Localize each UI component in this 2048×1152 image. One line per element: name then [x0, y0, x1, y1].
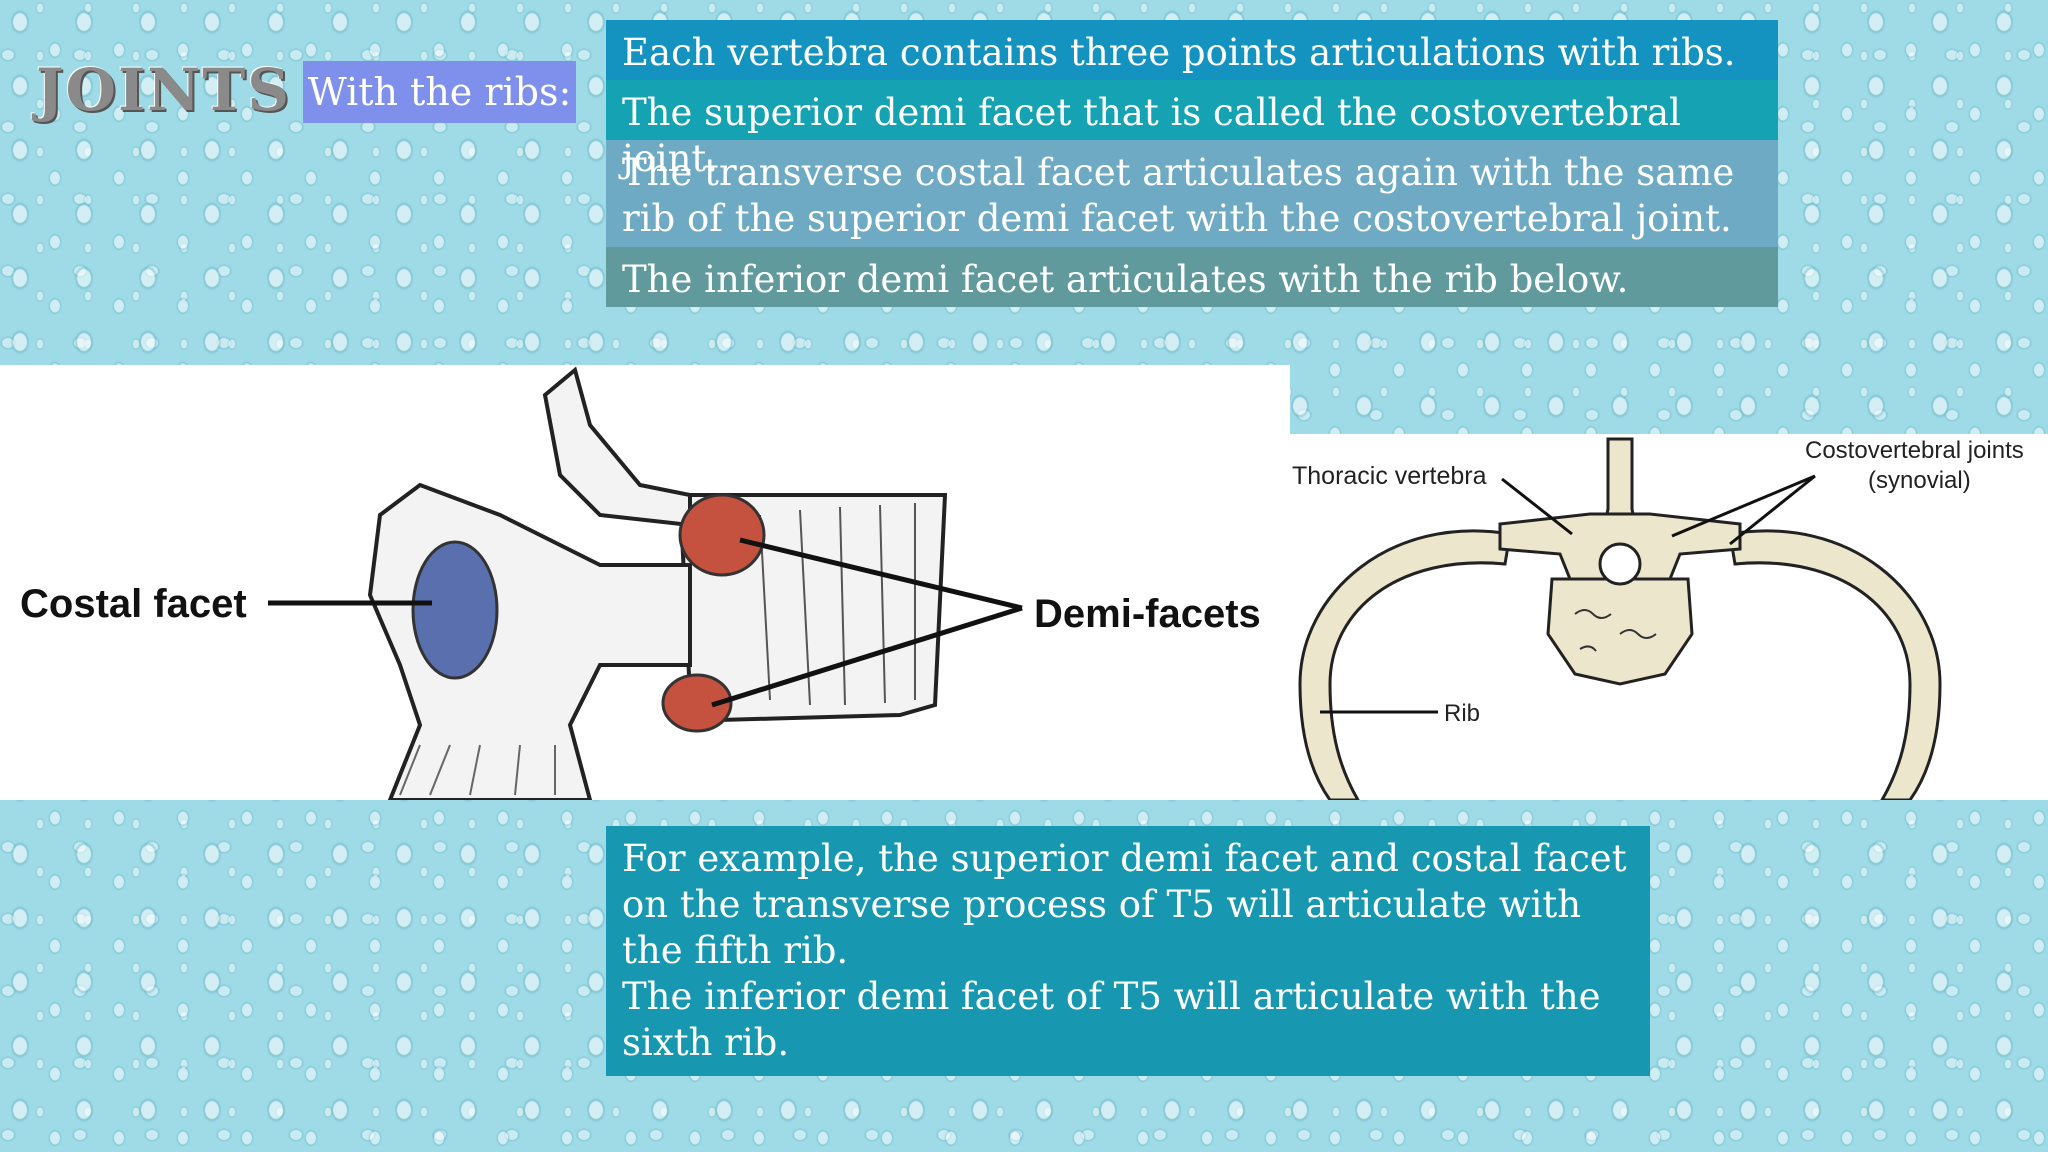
superior-demi-facet-mark: [678, 493, 766, 577]
bullet-item: Each vertebra contains three points arti…: [606, 20, 1778, 80]
label-synovial: (synovial): [1868, 467, 1971, 494]
label-demi-facets: Demi-facets: [1034, 592, 1261, 636]
bullet-list: Each vertebra contains three points arti…: [606, 20, 1778, 307]
vertebra-side-illustration: Costal facet Demi-facets: [20, 366, 1261, 802]
bullet-item: The superior demi facet that is called t…: [606, 80, 1778, 180]
label-costovertebral-joints: Costovertebral joints: [1805, 437, 2024, 464]
costal-facet-mark: [411, 540, 499, 680]
label-thoracic-vertebra: Thoracic vertebra: [1292, 462, 1487, 490]
inferior-demi-facet-mark: [661, 673, 733, 733]
rib-joint-figure: Thoracic vertebra Costovertebral joints …: [1290, 434, 2048, 802]
slide-subtitle: With the ribs:: [303, 61, 576, 123]
vertebra-side-view-figure: Costal facet Demi-facets: [0, 365, 1290, 802]
label-rib: Rib: [1444, 700, 1480, 727]
label-costal-facet: Costal facet: [20, 582, 247, 626]
rib-cage-illustration: Thoracic vertebra Costovertebral joints …: [1292, 437, 2024, 802]
bullet-item: The transverse costal facet articulates …: [606, 140, 1778, 247]
bullet-item: The inferior demi facet articulates with…: [606, 247, 1778, 307]
example-box: For example, the superior demi facet and…: [606, 826, 1650, 1076]
slide-title: JOINTS: [36, 56, 292, 124]
